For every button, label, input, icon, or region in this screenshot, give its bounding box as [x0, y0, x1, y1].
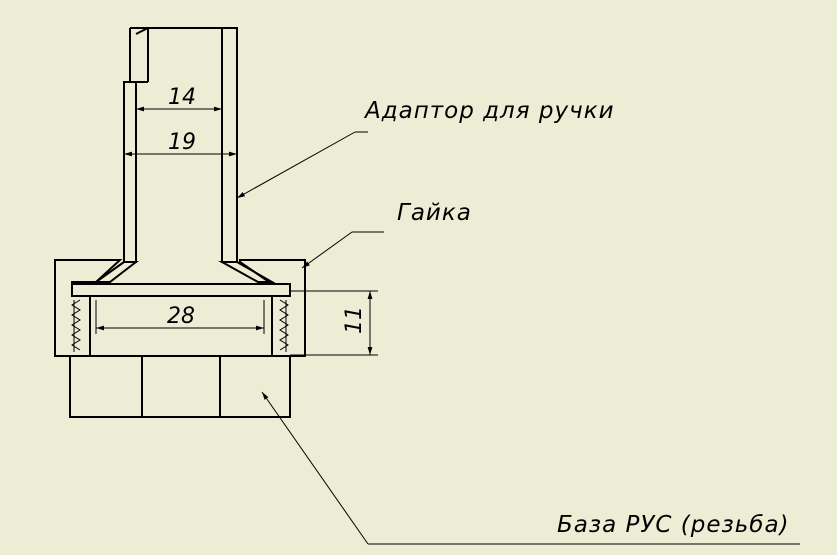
dimension-28: 28 [95, 300, 265, 334]
adapter-left-flange [92, 261, 139, 283]
leader-nut: Гайка [301, 200, 472, 269]
base-left-block [69, 355, 143, 418]
adapter-flange-plate [71, 283, 291, 297]
label-adapter: Адаптор для ручки [363, 98, 615, 124]
dimension-28-label: 28 [167, 304, 195, 329]
base-part [69, 355, 291, 418]
nut-right-block [239, 259, 306, 357]
label-base: База РУС (резьба) [557, 512, 790, 538]
adapter-part [71, 27, 291, 297]
leader-adapter: Адаптор для ручки [236, 98, 615, 199]
nut-left-block [54, 259, 123, 357]
dimension-11: 11 [290, 290, 378, 356]
dimension-19-label: 19 [168, 130, 196, 155]
adapter-left-wall [123, 81, 137, 263]
dimension-19: 19 [124, 130, 237, 157]
base-right-block [219, 355, 291, 418]
dimension-14: 14 [136, 85, 222, 112]
adapter-right-wall [221, 27, 238, 263]
thread-right [279, 299, 289, 351]
label-nut: Гайка [397, 200, 472, 226]
dimension-14-label: 14 [168, 85, 196, 110]
dimension-11-label: 11 [342, 306, 367, 334]
leader-base: База РУС (резьба) [261, 391, 800, 545]
thread-left [71, 299, 81, 351]
